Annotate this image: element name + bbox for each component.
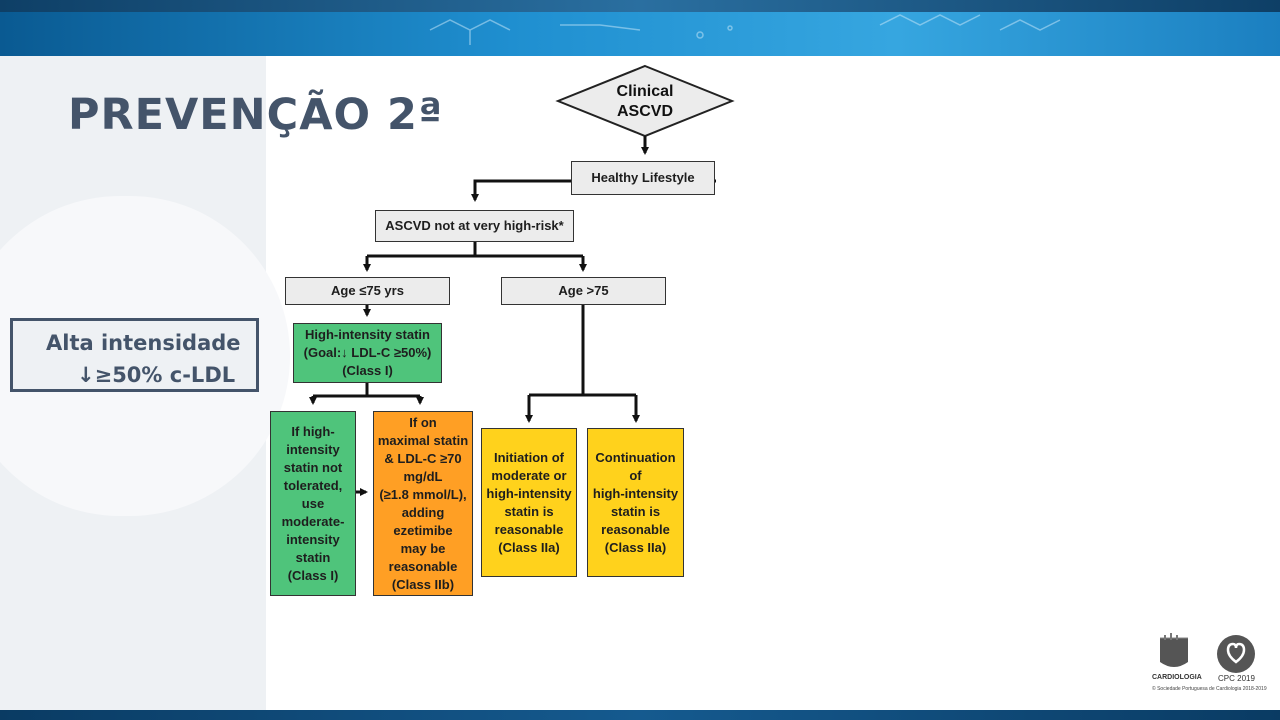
continuation-label: Continuation of high-intensity statin is… (592, 449, 679, 555)
not-tolerated-box: If high- intensity statin not tolerated,… (270, 411, 356, 596)
header-strip (0, 0, 1280, 12)
spc-logo-icon (1160, 633, 1188, 667)
header-banner (0, 0, 1280, 56)
age-old-box: Age >75 (501, 277, 666, 305)
molecule-decoration (429, 14, 1061, 45)
root-label: Clinical ASCVD (616, 83, 674, 120)
footer-banner (0, 710, 1280, 720)
continuation-box: Continuation of high-intensity statin is… (587, 428, 684, 577)
intensity-line-1: Alta intensidade (46, 331, 241, 355)
cpc-logo-label: CPC 2019 (1218, 674, 1255, 683)
spc-logo-label: CARDIOLOGIA (1152, 674, 1202, 681)
age-young-label: Age ≤75 yrs (331, 283, 404, 298)
age-old-label: Age >75 (558, 283, 609, 298)
intensity-line-2: ↓≥50% c-LDL (77, 363, 236, 387)
lifestyle-box: Healthy Lifestyle (571, 161, 715, 195)
logos (1160, 633, 1255, 673)
cpc-logo-icon (1217, 635, 1255, 673)
high-statin-box: High-intensity statin (Goal:↓ LDL-C ≥50%… (293, 323, 442, 383)
high-statin-label: High-intensity statin (Goal:↓ LDL-C ≥50%… (303, 327, 432, 378)
lifestyle-label: Healthy Lifestyle (591, 170, 695, 185)
initiation-box: Initiation of moderate or high-intensity… (481, 428, 577, 577)
not-tolerated-label: If high- intensity statin not tolerated,… (281, 423, 345, 583)
risk-label: ASCVD not at very high-risk* (385, 218, 564, 233)
age-young-box: Age ≤75 yrs (285, 277, 450, 305)
intensity-box: Alta intensidade ↓≥50% c-LDL (10, 318, 259, 392)
initiation-label: Initiation of moderate or high-intensity… (486, 449, 572, 555)
ezetimibe-box: If on maximal statin & LDL-C ≥70 mg/dL (… (373, 411, 473, 596)
logo-footer-text: © Sociedade Portuguesa de Cardiologia 20… (1152, 686, 1267, 692)
ezetimibe-label: If on maximal statin & LDL-C ≥70 mg/dL (… (377, 414, 469, 592)
risk-box: ASCVD not at very high-risk* (375, 210, 574, 242)
slide-title: PREVENÇÃO 2ª (68, 90, 444, 140)
